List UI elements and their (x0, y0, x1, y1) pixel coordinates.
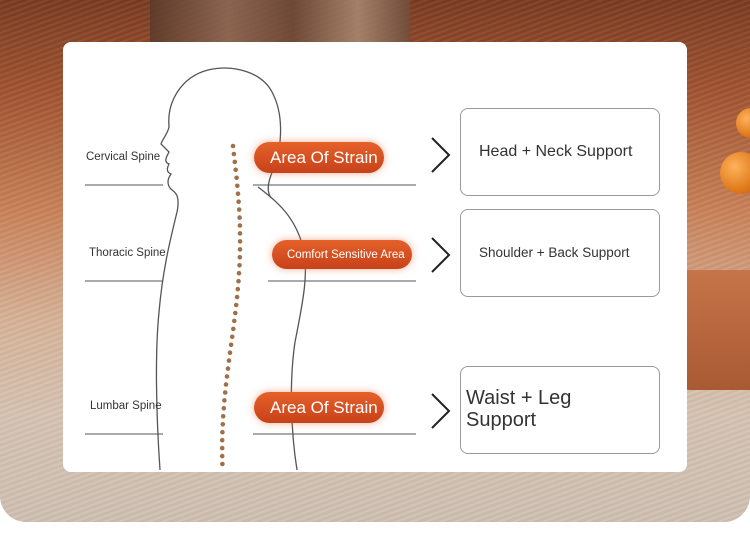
spine-dot (236, 270, 242, 276)
support-box-head-neck: Head + Neck Support (460, 108, 660, 196)
spine-dot (233, 167, 238, 173)
comfort-badge-thoracic: Comfort Sensitive Area (272, 240, 412, 269)
spine-dot (233, 302, 239, 308)
thoracic-spine-label: Thoracic Spine (89, 247, 166, 259)
spine-dot (236, 199, 241, 204)
spine-dot (220, 429, 225, 435)
spine-dot (219, 445, 225, 451)
spine-dot (233, 310, 238, 316)
spine-dot (219, 453, 225, 459)
spine-dot (229, 334, 235, 340)
spine-dot (220, 461, 225, 467)
spine-dot (232, 318, 237, 324)
body-outline (155, 67, 282, 471)
spine-dot (227, 350, 233, 356)
spine-dot (221, 406, 227, 411)
spine-dot (237, 231, 243, 236)
chevron-right-icon (431, 393, 451, 429)
chevron-right-icon (431, 237, 451, 273)
spine-dot (225, 366, 231, 371)
spine-dot (223, 382, 229, 387)
spine-dot (237, 215, 242, 220)
spine-dot (222, 390, 228, 395)
spine-dot (234, 294, 240, 300)
spine-dot (236, 207, 242, 212)
support-box-waist-leg: Waist + Leg Support (460, 366, 660, 454)
infographic-card: Cervical Spine Thoracic Spine Lumbar Spi… (63, 42, 687, 472)
spine-dot (232, 159, 238, 165)
label-lines (85, 184, 416, 435)
body-front-outline (257, 186, 307, 471)
spine-dot (235, 183, 240, 189)
spine-dot (228, 342, 234, 348)
strain-badge-cervical: Area Of Strain (254, 142, 384, 173)
spine-dot (236, 278, 241, 284)
support-label-head-neck: Head + Neck Support (479, 143, 633, 160)
spine-dot (220, 422, 226, 427)
spine-dot (235, 191, 241, 196)
spine-dot (237, 239, 243, 244)
orange-fruit (736, 108, 750, 138)
cervical-spine-label: Cervical Spine (86, 151, 161, 163)
spine-dots (219, 143, 243, 467)
support-label-waist-leg: Waist + Leg Support (466, 387, 572, 431)
spine-dot (235, 286, 241, 292)
lumbar-spine-label: Lumbar Spine (90, 400, 162, 412)
spine-dot (226, 358, 232, 363)
orange-fruit (720, 152, 750, 194)
spine-dot (224, 374, 230, 379)
body-silhouette (85, 67, 416, 471)
support-label-shoulder-back: Shoulder + Back Support (479, 245, 630, 260)
spine-dot (231, 151, 237, 157)
support-box-shoulder-back: Shoulder + Back Support (460, 209, 660, 297)
spine-dot (220, 414, 226, 419)
spine-dot (219, 437, 225, 443)
spine-dot (234, 175, 239, 181)
spine-dot (230, 143, 236, 149)
spine-dot (222, 398, 227, 403)
spine-dot (237, 255, 243, 260)
spine-dot (231, 326, 236, 332)
chevron-right-icon (431, 137, 451, 173)
spine-dot (237, 223, 243, 228)
spine-dot (237, 247, 243, 252)
strain-badge-lumbar: Area Of Strain (254, 392, 384, 423)
spine-dot (237, 263, 242, 268)
bed-frame (680, 270, 750, 390)
